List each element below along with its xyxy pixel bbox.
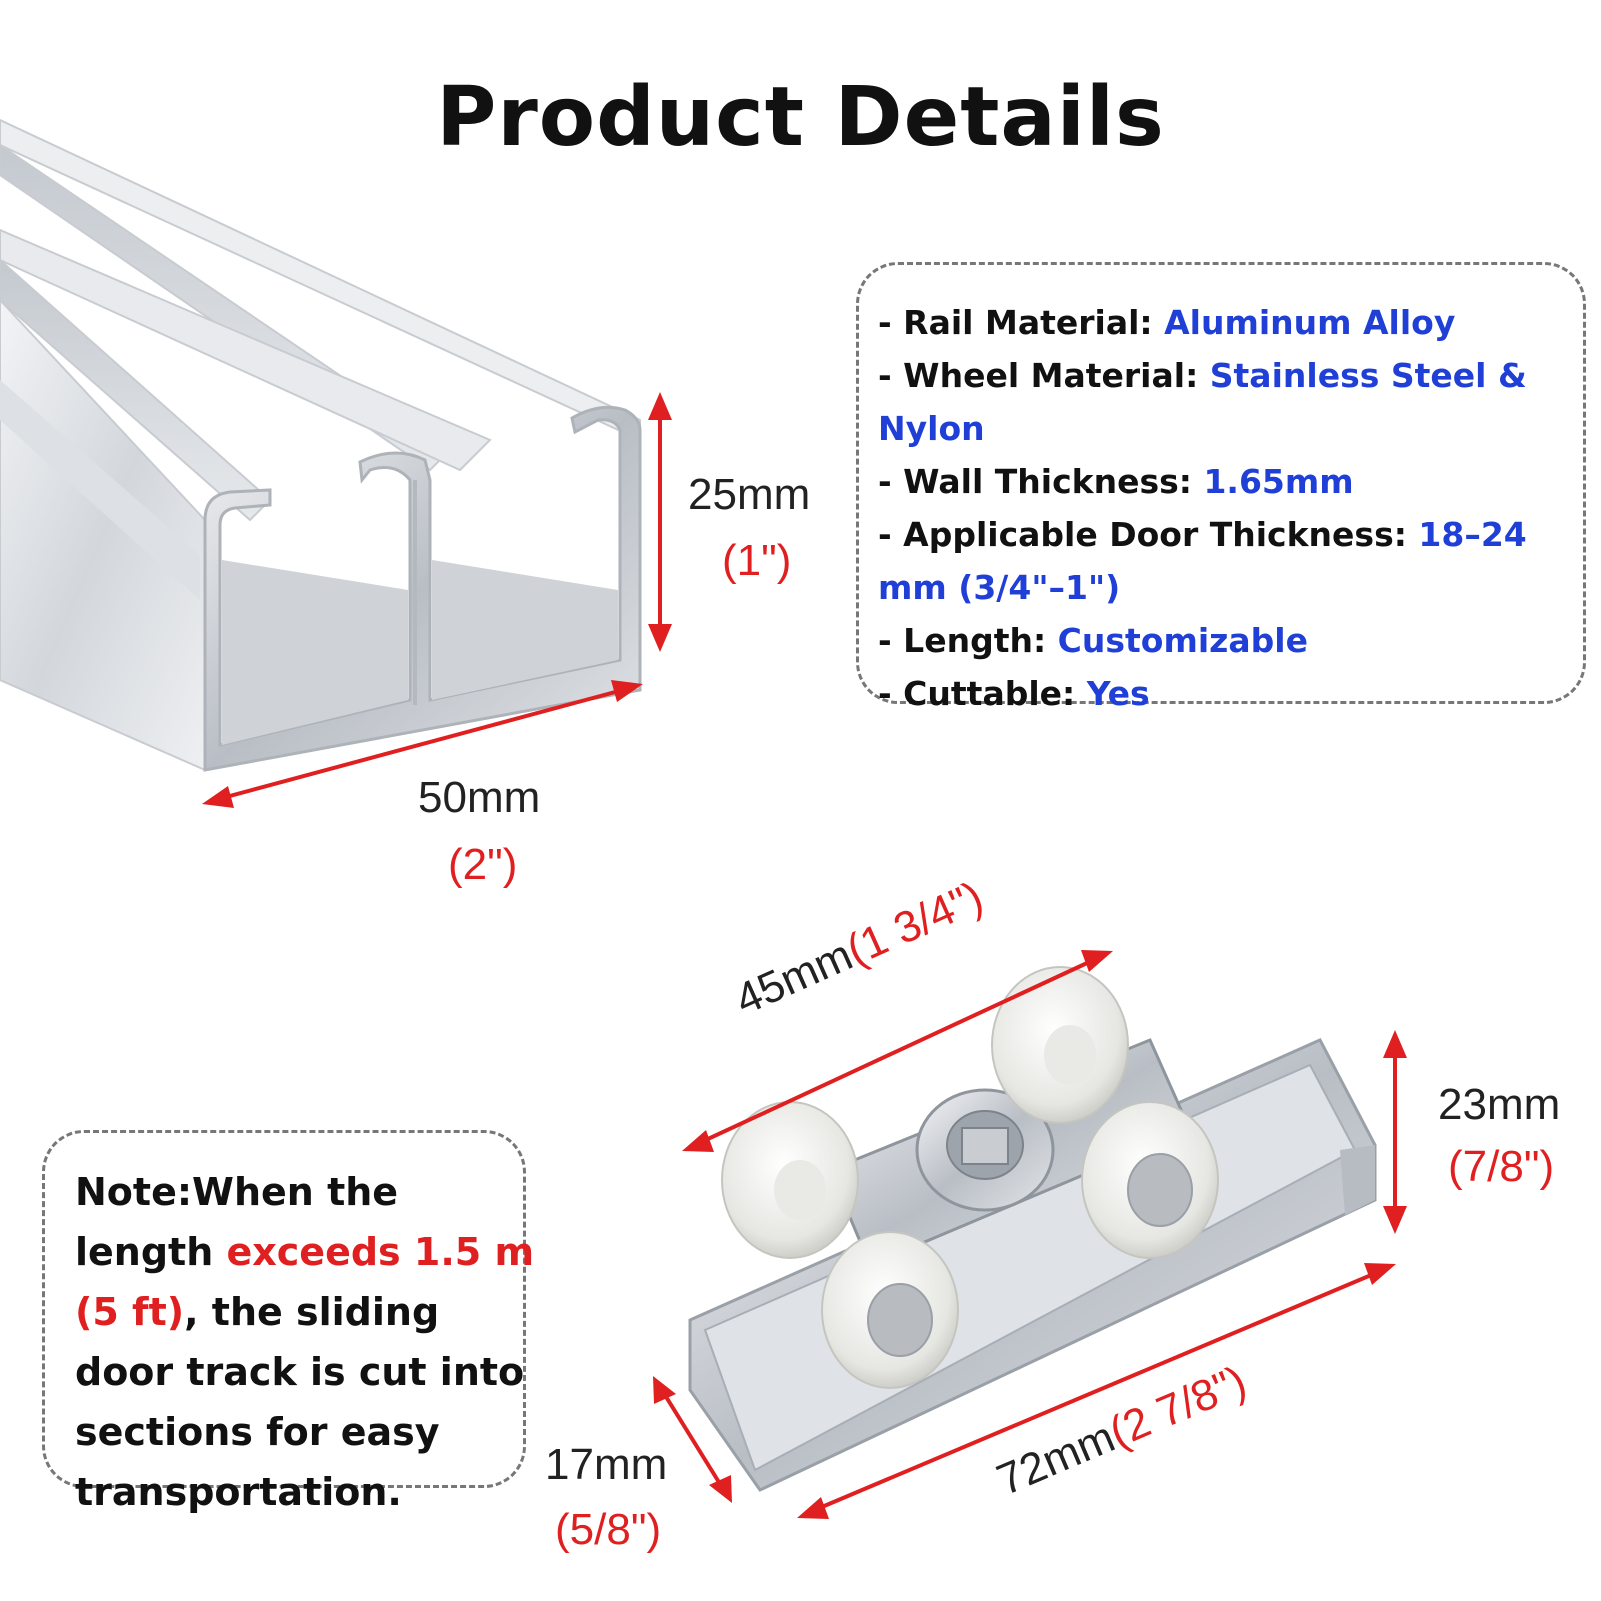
rail-height-in-label: (1") bbox=[722, 536, 792, 585]
nylon-wheel bbox=[821, 1231, 959, 1389]
rail-height-arrow bbox=[648, 392, 672, 652]
roller-length-a-arrow bbox=[682, 950, 1113, 1152]
spec-door-thickness: - Applicable Door Thickness: 18–24 mm (3… bbox=[878, 515, 1527, 607]
note-box bbox=[42, 1130, 526, 1488]
spec-list: - Rail Material: Aluminum Alloy - Wheel … bbox=[878, 296, 1598, 720]
spec-wall-thickness: - Wall Thickness: 1.65mm bbox=[878, 462, 1354, 501]
aluminum-rail-image bbox=[0, 118, 642, 772]
roller-length-b-arrow bbox=[797, 1263, 1396, 1519]
roller-width-in-label: (5/8") bbox=[555, 1505, 662, 1554]
specs-box bbox=[856, 262, 1586, 704]
roller-width-arrow bbox=[653, 1376, 732, 1503]
note-text: Note:When the length exceeds 1.5 m (5 ft… bbox=[75, 1170, 535, 1514]
roller-carriage-image bbox=[688, 966, 1377, 1492]
roller-width-mm-label: 17mm bbox=[545, 1440, 668, 1489]
roller-height-in-label: (7/8") bbox=[1448, 1142, 1555, 1191]
roller-height-mm-label: 23mm bbox=[1438, 1080, 1561, 1129]
spec-rail-material: - Rail Material: Aluminum Alloy bbox=[878, 303, 1456, 342]
spec-length: - Length: Customizable bbox=[878, 621, 1308, 660]
rail-width-arrow bbox=[202, 680, 643, 808]
nylon-wheel bbox=[991, 966, 1129, 1124]
nylon-wheel bbox=[1081, 1101, 1219, 1259]
spec-wheel-material: - Wheel Material: Stainless Steel & Nylo… bbox=[878, 356, 1527, 448]
roller-height-arrow bbox=[1383, 1030, 1407, 1234]
spec-cuttable: - Cuttable: Yes bbox=[878, 674, 1150, 713]
rail-width-mm-label: 50mm bbox=[418, 773, 541, 822]
rail-height-mm-label: 25mm bbox=[688, 470, 811, 519]
nylon-wheel bbox=[721, 1101, 859, 1259]
rail-width-in-label: (2") bbox=[448, 840, 518, 889]
note-highlight: exceeds 1.5 m (5 ft) bbox=[75, 1230, 535, 1334]
page-title: Product Details bbox=[436, 70, 1165, 165]
